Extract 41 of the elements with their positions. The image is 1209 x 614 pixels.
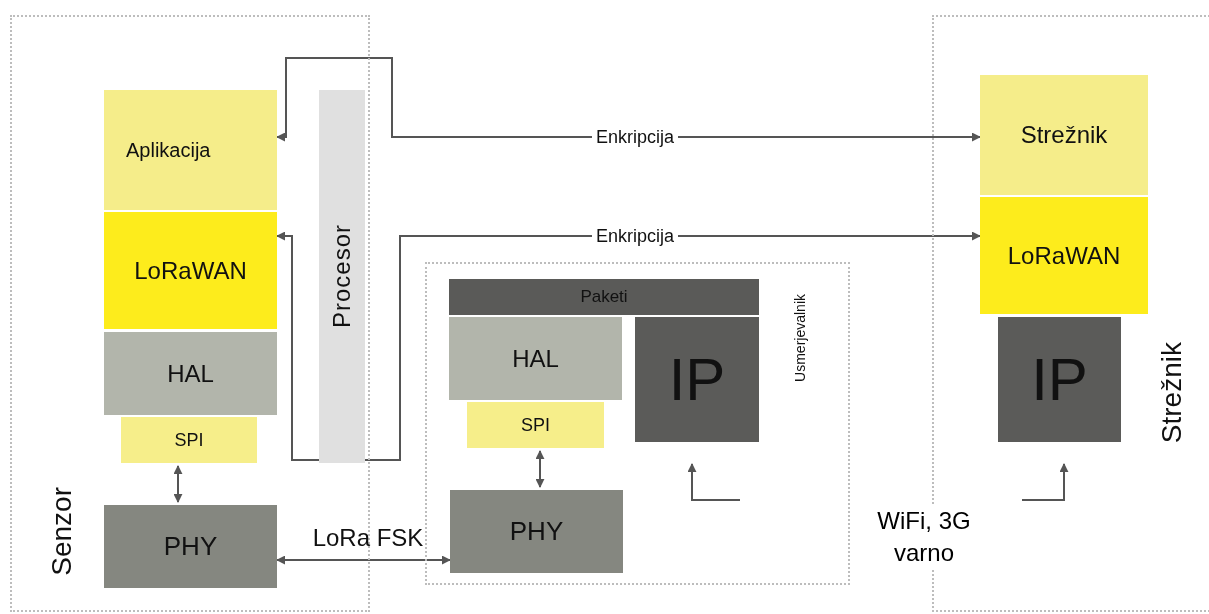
region-label: Usmerjevalnik: [792, 294, 808, 382]
phy-layer-box: [104, 505, 277, 588]
arrow: [535, 450, 545, 488]
server-application-box: [980, 75, 1148, 195]
arrow: [276, 231, 981, 461]
layer-label: IP: [1031, 345, 1088, 414]
layer-label: SPI: [174, 429, 204, 451]
processor-bar: [319, 90, 365, 463]
hal-layer-box: [104, 332, 277, 415]
layer-label: PHY: [509, 516, 564, 547]
spi-box: [467, 402, 604, 448]
router-region: [425, 262, 850, 585]
layer-label: Strežnik: [1020, 121, 1108, 149]
hal-layer-box: [449, 317, 622, 400]
region-label: Senzor: [46, 487, 78, 576]
application-layer-box: [104, 90, 277, 210]
layer-label: PHY: [163, 531, 218, 562]
packets-bar: [449, 279, 759, 315]
protocol-layer-box: [104, 212, 277, 329]
arrow: [276, 57, 981, 142]
layer-label: SPI: [521, 414, 550, 436]
ip-box: [635, 317, 759, 442]
layer-label: HAL: [512, 344, 559, 373]
layer-label: LoRaWAN: [1007, 241, 1121, 270]
protocol-layer-box: [980, 197, 1148, 314]
arrow: [276, 555, 451, 565]
layer-label: LoRaWAN: [134, 256, 247, 285]
ip-box: [998, 317, 1121, 442]
layer-label: Paketi: [580, 287, 628, 307]
phy-layer-box: [450, 490, 623, 573]
edge-label: LoRa FSK: [311, 524, 425, 552]
layer-label: Procesor: [328, 224, 356, 329]
arrow: [173, 465, 183, 503]
arrow: [1021, 463, 1069, 501]
region-label: Strežnik: [1156, 342, 1188, 444]
layer-label: IP: [668, 345, 726, 414]
sensor-region: [10, 15, 370, 612]
layer-label: Aplikacija: [126, 138, 211, 162]
arrow: [687, 463, 741, 501]
layer-label: HAL: [167, 359, 214, 388]
spi-box: [121, 417, 257, 463]
